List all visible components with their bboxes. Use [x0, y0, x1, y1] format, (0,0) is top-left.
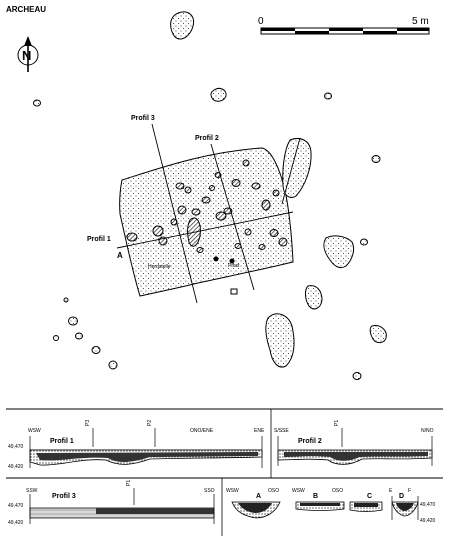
post-point — [229, 258, 235, 264]
feature-blob — [91, 346, 101, 354]
section-left-tag: WSW — [28, 428, 41, 434]
hatched-feature — [196, 247, 204, 253]
section-panel — [6, 408, 443, 536]
section-end-tag: ENE — [254, 428, 265, 434]
hatched-feature — [272, 189, 280, 197]
detail-tag: F — [408, 488, 411, 494]
annex-outline — [282, 138, 312, 199]
elevation-bottom: 49,420 — [8, 520, 24, 526]
section-profil-3: SSW Profil 3 P1 SSO 49,470 49,420 — [8, 480, 215, 526]
plan-label-profil-3: Profil 3 — [131, 115, 155, 122]
north-letter: N — [22, 48, 31, 63]
feature-blob — [323, 235, 355, 269]
plan-label-hearth: Herdstelle — [148, 264, 171, 270]
section-title: Profil 1 — [50, 438, 74, 445]
outer-features — [33, 11, 387, 380]
hatched-feature — [231, 179, 241, 187]
feature-blob — [305, 285, 323, 310]
section-mark: P3 — [85, 420, 91, 426]
section-mark: P1 — [126, 480, 132, 486]
elevation-top: 49,470 — [8, 503, 24, 509]
feature-blob — [371, 155, 381, 163]
hatched-feature — [175, 182, 185, 190]
section-mark: P1 — [334, 420, 340, 426]
post-point — [213, 256, 219, 262]
detail-tag: D — [399, 493, 404, 500]
section-end-tag: SSO — [204, 488, 215, 494]
section-right-tag: ONO/ENE — [190, 428, 214, 434]
hatched-feature — [191, 208, 201, 216]
feature-blob — [369, 325, 387, 344]
feature-blob — [324, 92, 332, 100]
hatched-feature — [201, 196, 211, 204]
section-dark-layer — [284, 452, 428, 461]
section-dark-layer — [36, 452, 258, 462]
elevation-top: 49,470 — [420, 502, 436, 508]
site-label: ARCHEAU — [6, 5, 46, 14]
feature-blob — [170, 11, 195, 40]
hatched-feature — [209, 185, 215, 191]
section-profil-1: Profil 1 WSW P3 P2 ONO/ENE ENE 49,470 49… — [8, 420, 265, 470]
feature-blob — [68, 316, 78, 326]
hatched-feature — [278, 237, 288, 247]
elevation-bottom: 49,420 — [420, 518, 436, 524]
plan-label-profil-1: Profil 1 — [87, 236, 111, 243]
hatched-feature — [261, 199, 271, 211]
detail-tag: C — [367, 493, 372, 500]
section-left-tag: S/SSE — [274, 428, 289, 434]
hatched-feature — [152, 225, 164, 237]
section-details: WSW A OSO WSW B OSO C D E F 49,470 49,42… — [226, 488, 436, 524]
section-title: Profil 2 — [298, 438, 322, 445]
floor-outline — [119, 147, 294, 297]
hatched-feature — [184, 186, 192, 194]
feature-blob — [108, 360, 118, 370]
section-profil-2: S/SSE Profil 2 P1 N/NO — [274, 420, 434, 466]
feature-blob — [360, 238, 368, 246]
feature-blob — [75, 332, 83, 340]
feature-blob — [33, 99, 41, 107]
detail-tag: B — [313, 493, 318, 500]
section-dark-layer — [96, 508, 214, 514]
detail-tag: E — [389, 488, 393, 494]
section-lines — [116, 123, 301, 304]
detail-tag: OSO — [268, 488, 279, 494]
post-square — [230, 288, 238, 295]
hatched-feature — [269, 229, 279, 237]
section-title: Profil 3 — [52, 493, 76, 500]
detail-tag: WSW — [226, 488, 239, 494]
main-structure — [119, 138, 312, 297]
scale-bar: 0 5 m — [258, 16, 430, 35]
feature-blob — [53, 335, 59, 341]
section-mark: P2 — [147, 420, 153, 426]
elevation-bottom: 49,420 — [8, 464, 24, 470]
scale-bar-start: 0 — [258, 16, 264, 27]
section-left-tag: SSW — [26, 488, 38, 494]
scale-bar-end: 5 m — [412, 16, 429, 27]
feature-blob — [210, 87, 227, 102]
plan-label-post: Pfost — [228, 263, 240, 269]
north-arrow-icon: N — [17, 36, 39, 72]
hatched-feature — [244, 228, 252, 236]
plan-label-profil-2: Profil 2 — [195, 135, 219, 142]
hatched-feature — [126, 232, 138, 242]
hatched-feature — [251, 182, 261, 190]
feature-blob — [265, 313, 295, 368]
section-end-tag: N/NO — [421, 428, 434, 434]
hatched-feature — [258, 244, 266, 250]
plan-label-a: A — [117, 251, 123, 260]
detail-tag: OSO — [332, 488, 343, 494]
feature-blob — [352, 372, 362, 380]
hatched-feature — [177, 205, 187, 215]
detail-tag: A — [256, 493, 261, 500]
feature-blob — [63, 297, 69, 303]
hatched-feature — [215, 211, 227, 221]
hatched-feature — [242, 159, 250, 167]
detail-tag: WSW — [292, 488, 305, 494]
elevation-top: 49,470 — [8, 444, 24, 450]
